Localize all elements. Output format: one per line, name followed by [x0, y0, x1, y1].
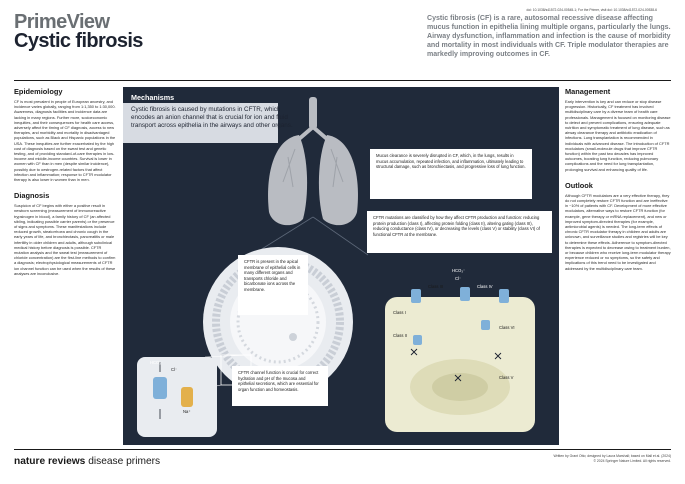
- mechanisms-intro: Cystic fibrosis is caused by mutations i…: [131, 106, 293, 129]
- credit-authors: Written by Grant Otto; designed by Laura…: [553, 454, 671, 458]
- channel-callout: CFTR channel function is crucial for cor…: [232, 366, 328, 406]
- journal-logo-bold: nature reviews: [14, 456, 86, 467]
- journal-logo: nature reviews disease primers: [14, 456, 160, 467]
- management-heading: Management: [565, 87, 611, 96]
- top-divider: [14, 80, 671, 81]
- class-2-label: Class II: [393, 333, 407, 338]
- mechanisms-intro-box: [123, 103, 278, 143]
- epidemiology-text: CF is most prevalent in people of Europe…: [14, 99, 116, 183]
- outlook-text: Although CFTR modulators are a very effe…: [565, 192, 671, 271]
- outlook-heading: Outlook: [565, 180, 593, 190]
- brand-title: PrimeView: [14, 11, 110, 33]
- class-1-label: Class I: [393, 310, 406, 315]
- credit-copyright: © 2024 Springer Nature Limited. All righ…: [593, 458, 671, 463]
- mechanisms-heading: Mechanisms: [131, 93, 175, 102]
- diagnosis-heading: Diagnosis: [14, 191, 50, 201]
- class-4-label: Class IV: [477, 284, 493, 289]
- management-text: Early intervention is key and can reduce…: [565, 99, 671, 172]
- cftr-callout: CFTR is present in the apical membrane o…: [238, 255, 308, 315]
- credits: Written by Grant Otto; designed by Laura…: [553, 454, 671, 464]
- diagnosis-text: Suspicion of CF begins with either a pos…: [14, 203, 116, 276]
- journal-logo-rest: disease primers: [85, 456, 161, 467]
- mechanisms-panel: Mechanisms Cystic fibrosis is caused by …: [123, 87, 559, 445]
- epithelial-cell-inset: [137, 357, 217, 437]
- mucus-callout: Mucus clearance is severely disrupted in…: [370, 149, 532, 199]
- left-column: Epidemiology CF is most prevalent in peo…: [14, 87, 117, 276]
- doi-line: doi: 10.1038/s41572-024-00545-1; For the…: [526, 8, 658, 12]
- bicarbonate-label-classes: HCO₃⁻: [452, 268, 466, 273]
- title-block: PrimeView Cystic fibrosis: [14, 11, 344, 52]
- lungs-illustration: [268, 97, 358, 226]
- epidemiology-heading: Epidemiology: [14, 87, 63, 96]
- chloride-label-classes: Cl⁻: [455, 276, 462, 281]
- class-5-label: Class V: [499, 375, 514, 380]
- mutation-classes-cell: [385, 287, 535, 432]
- bicarbonate-label: HCO₃⁻: [150, 360, 164, 365]
- right-column: Management Early intervention is key and…: [565, 87, 671, 271]
- classes-callout: CFTR mutations are classified by how the…: [367, 211, 552, 253]
- summary-text: Cystic fibrosis (CF) is a rare, autosoma…: [427, 15, 671, 59]
- page-title: Cystic fibrosis: [14, 30, 143, 52]
- class-3-label: Class III: [428, 284, 444, 289]
- class-6-label: Class VI: [499, 325, 515, 330]
- chloride-label-cell: Cl⁻: [171, 367, 178, 372]
- sodium-label: Na⁺: [183, 409, 191, 414]
- bottom-divider: [14, 449, 671, 450]
